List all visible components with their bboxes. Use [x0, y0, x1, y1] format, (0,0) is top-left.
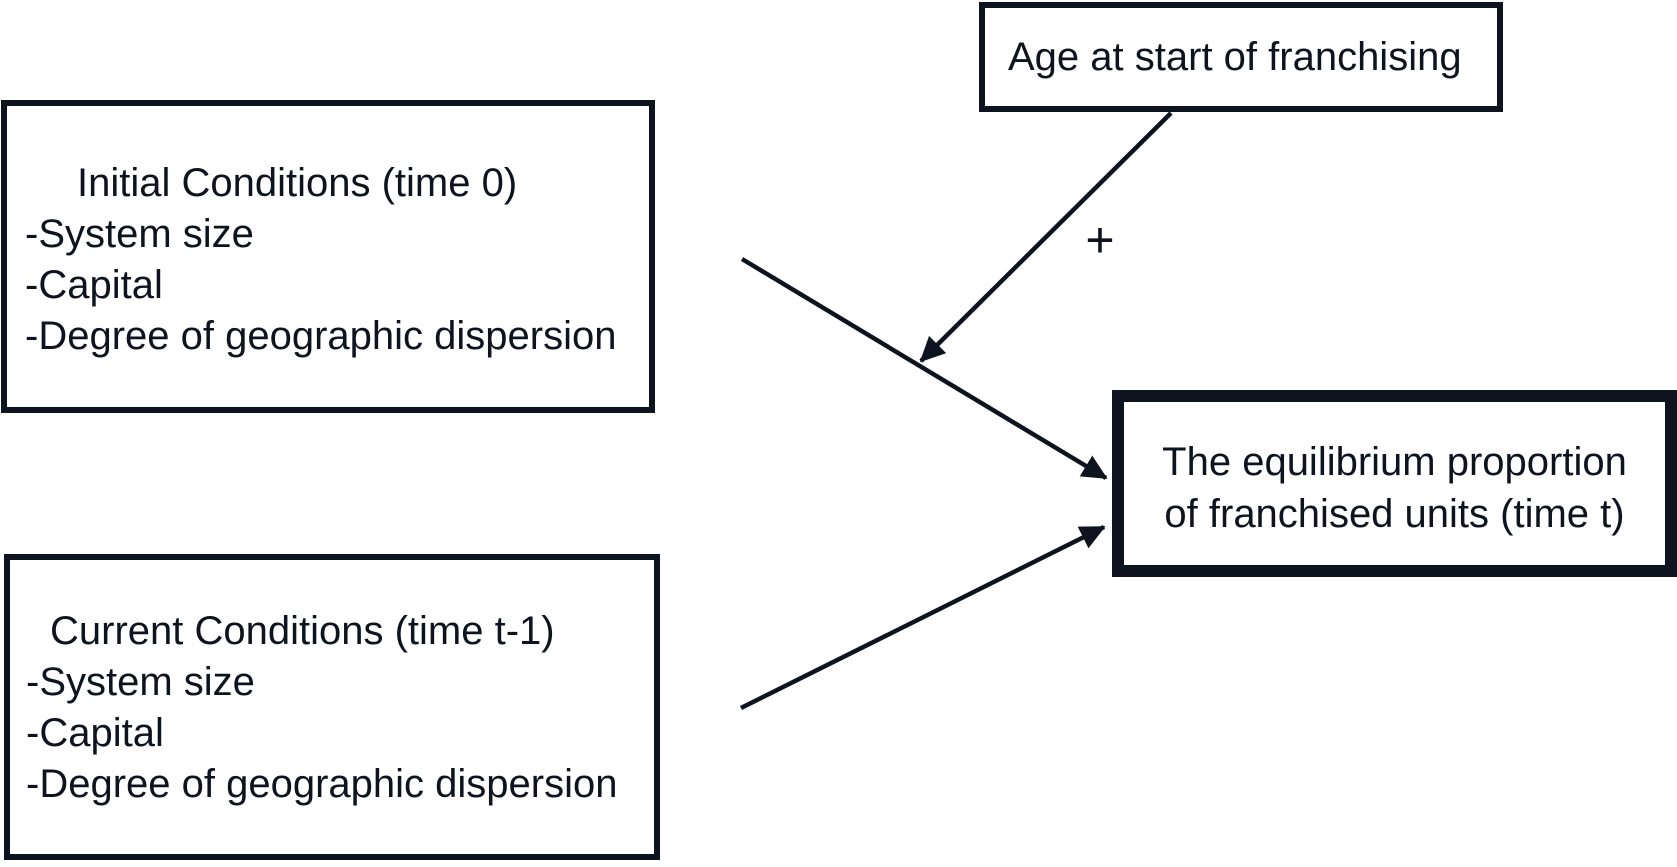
outcome-label-line2: of franchised units (time t) — [1164, 491, 1625, 536]
arrow-initial-conditions-to-outcome — [740, 257, 1108, 480]
moderation-sign-label: + — [1085, 212, 1115, 268]
node-initial-conditions: Initial Conditions (time 0) -System size… — [1, 100, 655, 413]
initial-conditions-title: Initial Conditions (time 0) — [77, 161, 518, 205]
current-conditions-title: Current Conditions (time t-1) — [50, 609, 555, 653]
initial-conditions-item-geographic-dispersion: -Degree of geographic dispersion — [25, 314, 617, 358]
initial-conditions-item-capital: -Capital — [25, 263, 163, 307]
arrow-age-moderation — [919, 111, 1173, 363]
age-node-label: Age at start of franchising — [1008, 34, 1462, 79]
node-current-conditions: Current Conditions (time t-1) -System si… — [4, 554, 660, 860]
initial-conditions-item-system-size: -System size — [25, 212, 254, 256]
current-conditions-item-system-size: -System size — [26, 660, 255, 704]
current-conditions-item-geographic-dispersion: -Degree of geographic dispersion — [26, 762, 618, 806]
current-conditions-item-capital: -Capital — [26, 711, 164, 755]
outcome-label-line1: The equilibrium proportion — [1162, 439, 1627, 484]
node-age-at-start-of-franchising: Age at start of franchising — [979, 2, 1503, 112]
arrow-current-conditions-to-outcome — [739, 524, 1106, 711]
node-equilibrium-proportion: The equilibrium proportion of franchised… — [1112, 390, 1677, 577]
